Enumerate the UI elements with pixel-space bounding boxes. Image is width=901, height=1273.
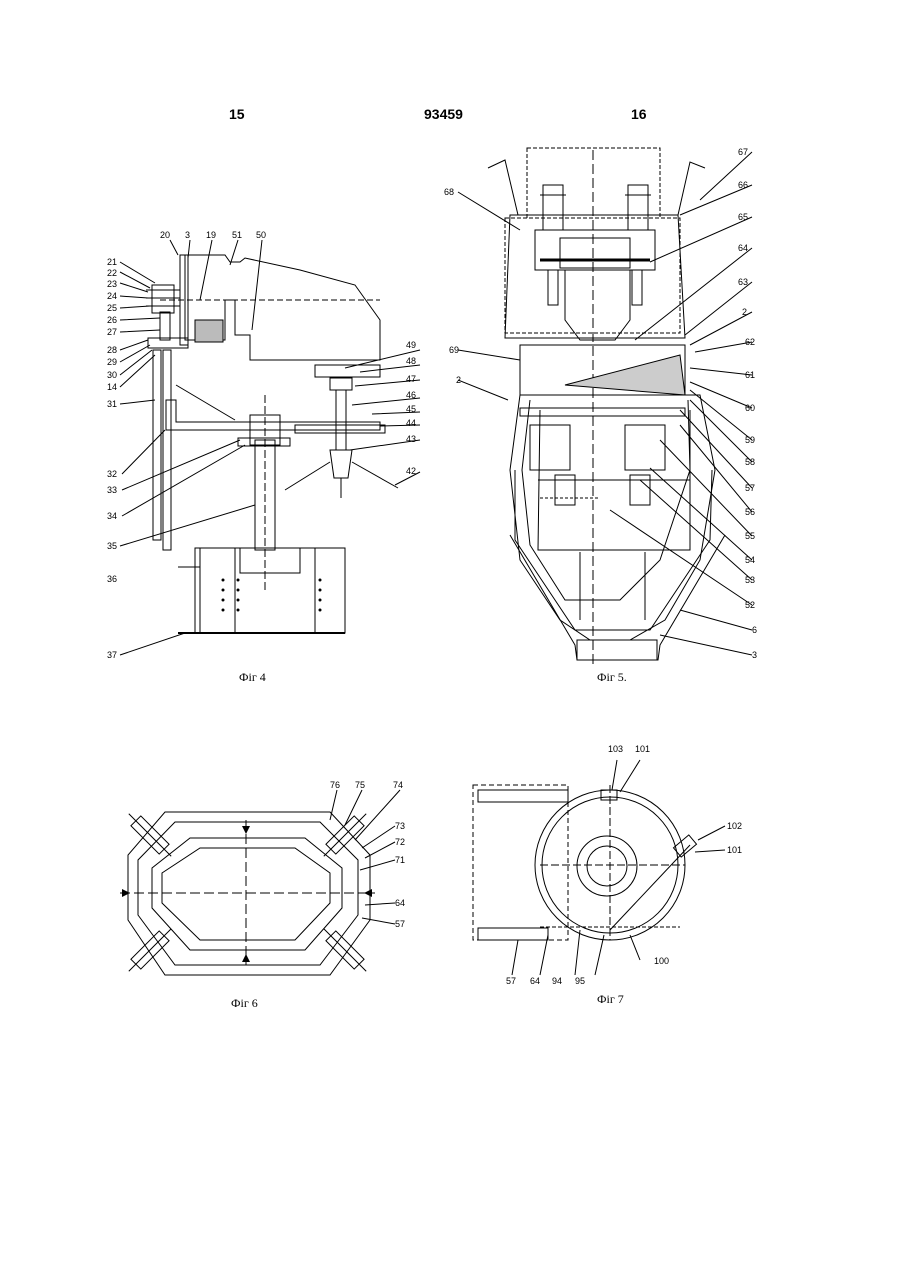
fig5-label: 55 bbox=[745, 531, 755, 541]
fig7-label: 103 bbox=[608, 744, 623, 754]
fig5-label: 66 bbox=[738, 180, 748, 190]
fig4-label: 25 bbox=[107, 303, 117, 313]
fig7-label: 100 bbox=[654, 956, 669, 966]
fig4-label: 49 bbox=[406, 340, 416, 350]
fig6-label: 72 bbox=[395, 837, 405, 847]
fig6-label: 71 bbox=[395, 855, 405, 865]
fig4-label: 14 bbox=[107, 382, 117, 392]
fig4-label: 43 bbox=[406, 434, 416, 444]
fig4-label: 29 bbox=[107, 357, 117, 367]
fig5-label: 68 bbox=[444, 187, 454, 197]
fig6-label: 64 bbox=[395, 898, 405, 908]
fig5-label: 63 bbox=[738, 277, 748, 287]
fig5-label: 69 bbox=[449, 345, 459, 355]
fig4-label: 26 bbox=[107, 315, 117, 325]
fig6-caption: Фіг 6 bbox=[231, 996, 258, 1011]
fig5-labels: 67 68 66 65 64 63 2 62 69 2 61 60 59 58 … bbox=[444, 147, 757, 660]
fig4-label: 30 bbox=[107, 370, 117, 380]
fig4-label: 51 bbox=[232, 230, 242, 240]
fig4-label: 23 bbox=[107, 279, 117, 289]
fig5-label: 53 bbox=[745, 575, 755, 585]
fig5-label: 59 bbox=[745, 435, 755, 445]
fig6-labels: 76 75 74 73 72 71 64 57 bbox=[330, 780, 405, 929]
fig6-drawing bbox=[120, 790, 400, 976]
fig6-label: 57 bbox=[395, 919, 405, 929]
fig5-label: 2 bbox=[742, 307, 747, 317]
fig4-drawing bbox=[120, 240, 420, 655]
fig4-label: 20 bbox=[160, 230, 170, 240]
fig4-label: 44 bbox=[406, 418, 416, 428]
fig7-label: 101 bbox=[635, 744, 650, 754]
fig5-label: 52 bbox=[745, 600, 755, 610]
fig7-label: 57 bbox=[506, 976, 516, 986]
fig5-label: 64 bbox=[738, 243, 748, 253]
fig4-label: 32 bbox=[107, 469, 117, 479]
fig4-label: 33 bbox=[107, 485, 117, 495]
fig6-label: 75 bbox=[355, 780, 365, 790]
fig4-label: 27 bbox=[107, 327, 117, 337]
fig7-label: 94 bbox=[552, 976, 562, 986]
fig4-label: 45 bbox=[406, 404, 416, 414]
fig5-label: 3 bbox=[752, 650, 757, 660]
fig7-caption: Фіг 7 bbox=[597, 992, 624, 1007]
fig5-label: 54 bbox=[745, 555, 755, 565]
fig5-label: 57 bbox=[745, 483, 755, 493]
fig7-label: 101 bbox=[727, 845, 742, 855]
fig4-label: 35 bbox=[107, 541, 117, 551]
fig4-label: 24 bbox=[107, 291, 117, 301]
fig5-label: 2 bbox=[456, 375, 461, 385]
fig4-label: 19 bbox=[206, 230, 216, 240]
fig5-label: 60 bbox=[745, 403, 755, 413]
fig4-label: 50 bbox=[256, 230, 266, 240]
fig5-label: 62 bbox=[745, 337, 755, 347]
fig4-label: 48 bbox=[406, 356, 416, 366]
fig5-drawing bbox=[458, 148, 752, 665]
fig5-caption: Фіг 5. bbox=[597, 670, 627, 685]
fig4-caption: Фіг 4 bbox=[239, 670, 266, 685]
fig5-label: 65 bbox=[738, 212, 748, 222]
fig4-label: 42 bbox=[406, 466, 416, 476]
fig5-label: 61 bbox=[745, 370, 755, 380]
fig4-label: 3 bbox=[185, 230, 190, 240]
fig7-label: 95 bbox=[575, 976, 585, 986]
fig6-label: 74 bbox=[393, 780, 403, 790]
fig5-label: 58 bbox=[745, 457, 755, 467]
fig7-drawing bbox=[473, 760, 725, 975]
fig7-label: 64 bbox=[530, 976, 540, 986]
fig4-label: 31 bbox=[107, 399, 117, 409]
fig4-label: 36 bbox=[107, 574, 117, 584]
fig4-label: 46 bbox=[406, 390, 416, 400]
fig6-label: 76 bbox=[330, 780, 340, 790]
fig4-label: 21 bbox=[107, 257, 117, 267]
fig5-label: 56 bbox=[745, 507, 755, 517]
fig5-label: 6 bbox=[752, 625, 757, 635]
fig7-label: 102 bbox=[727, 821, 742, 831]
fig4-label: 47 bbox=[406, 374, 416, 384]
fig4-label: 22 bbox=[107, 268, 117, 278]
fig5-label: 67 bbox=[738, 147, 748, 157]
fig4-label: 28 bbox=[107, 345, 117, 355]
fig4-label: 37 bbox=[107, 650, 117, 660]
fig4-label: 34 bbox=[107, 511, 117, 521]
fig6-label: 73 bbox=[395, 821, 405, 831]
